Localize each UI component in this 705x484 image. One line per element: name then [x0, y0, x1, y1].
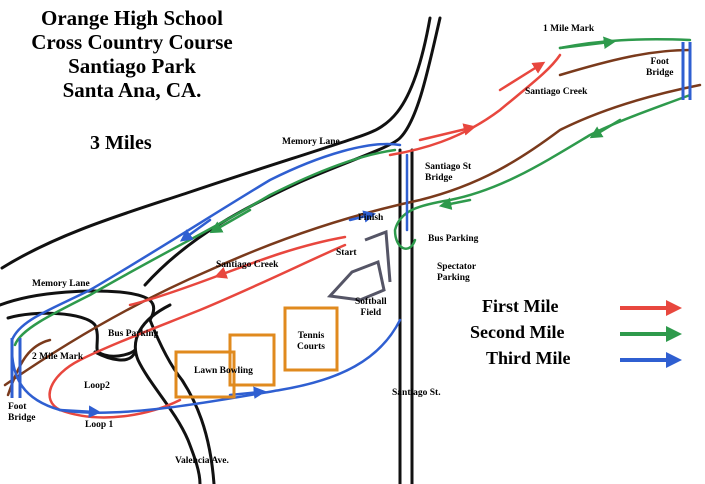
title-line-1: Orange High School	[40, 6, 224, 30]
legend-item: Second Mile	[470, 322, 700, 348]
memory-lane-road-left	[0, 289, 156, 322]
facilities	[174, 306, 339, 399]
softball-field-label: Softball Field	[355, 297, 387, 318]
foot-bridge-left	[10, 338, 22, 398]
title-line-3: Santiago Park	[68, 54, 196, 78]
lawn-bowling-rect-1	[174, 350, 236, 399]
foot-bridges	[10, 42, 692, 398]
start-label: Start	[336, 248, 357, 258]
tennis-courts-rect	[283, 306, 339, 372]
legend-label: First Mile	[482, 296, 559, 316]
legend-item: Third Mile	[470, 348, 700, 374]
foot-bridge-top	[681, 42, 692, 100]
legend-label: Third Mile	[486, 348, 571, 368]
tennis-courts-label: Tennis Courts	[297, 331, 325, 352]
spectator-parking-label: Spectator Parking	[437, 262, 477, 283]
legend-swatch	[620, 352, 682, 368]
valencia-road-b	[148, 318, 216, 484]
santiago-creek-top-label: Santiago Creek	[525, 87, 588, 97]
one-mile-mark-label: 1 Mile Mark	[543, 24, 595, 34]
loop2-label: Loop2	[84, 381, 110, 391]
title-block: Orange High School Cross Country Course …	[16, 6, 248, 102]
legend-swatch	[620, 300, 682, 316]
third-mile-route	[10, 142, 409, 418]
bus-parking-right-label: Bus Parking	[428, 234, 479, 244]
loop-road-left	[6, 311, 137, 358]
santiago-st-bridge-label: Santiago St Bridge	[425, 162, 472, 183]
foot-bridge-left-label: Foot Bridge	[8, 402, 36, 423]
title-line-2: Cross Country Course	[31, 30, 233, 54]
bus-parking-left-label: Bus Parking	[108, 329, 159, 339]
memory-lane-top-label: Memory Lane	[282, 137, 340, 147]
memory-lane-left-label: Memory Lane	[32, 279, 90, 289]
foot-bridge-top-label: Foot Bridge	[646, 57, 674, 78]
lawn-bowling-label: Lawn Bowling	[194, 366, 253, 376]
title-line-4: Santa Ana, CA.	[62, 78, 202, 102]
distance-label: 3 Miles	[90, 132, 152, 154]
two-mile-mark-label: 2 Mile Mark	[32, 352, 84, 362]
santiago-st-label: Santiago St.	[392, 388, 441, 398]
loop-road-bottom	[93, 350, 137, 362]
lawn-bowling-rect-2	[228, 333, 276, 387]
memory-lane-road-upper	[0, 16, 432, 270]
legend-swatch	[620, 326, 682, 342]
valencia-ave-label: Valencia Ave.	[175, 456, 229, 466]
softball-field	[326, 229, 392, 302]
loop1-label: Loop 1	[85, 420, 114, 430]
legend: First Mile Second Mile Third Mile	[470, 296, 700, 376]
valencia-road-a	[133, 303, 202, 484]
legend-item: First Mile	[470, 296, 700, 322]
legend-label: Second Mile	[470, 322, 565, 342]
finish-label: Finish	[358, 213, 384, 223]
second-mile-route	[13, 36, 692, 347]
santiago-creek-mid-label: Santiago Creek	[216, 260, 279, 270]
